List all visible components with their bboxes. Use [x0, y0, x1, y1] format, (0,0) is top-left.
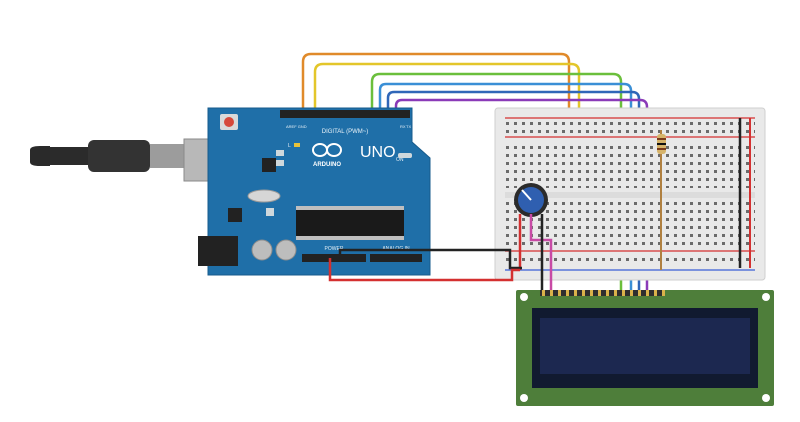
l-led-label: L — [288, 143, 291, 149]
analog-header — [370, 254, 422, 262]
on-led-label: ON — [396, 157, 404, 163]
resistor-band-3 — [657, 148, 666, 150]
usb-cable-strain-relief — [50, 147, 90, 165]
crystal — [247, 189, 281, 203]
rx-label: RX — [400, 124, 406, 129]
lcd-mount-hole-tr — [762, 293, 770, 301]
lcd-pin — [550, 290, 553, 296]
lcd-pin — [646, 290, 649, 296]
wire-yellow — [313, 62, 581, 270]
wire-green — [370, 72, 623, 290]
left-header-label: AREF GND — [286, 124, 307, 129]
usb-cable — [30, 138, 239, 182]
l-led — [294, 143, 300, 147]
resistor-band-1 — [657, 138, 666, 140]
lcd-mount-hole-tl — [520, 293, 528, 301]
power-header-label: POWER — [325, 246, 344, 252]
breadboard-terminal-bottom — [505, 202, 755, 246]
lcd-pin — [654, 290, 657, 296]
usb-cable-end — [30, 146, 50, 166]
lcd-pin — [622, 290, 625, 296]
lcd-pin — [662, 290, 665, 296]
lcd-mount-hole-br — [762, 394, 770, 402]
lcd-pin — [638, 290, 641, 296]
atmega-socket-top — [296, 206, 404, 210]
lcd-pin — [630, 290, 633, 296]
lcd-pin — [542, 290, 545, 296]
usb-plug-metal — [150, 144, 184, 168]
wire-gnd-black — [338, 248, 522, 270]
arduino-brand: ARDUINO — [313, 162, 341, 168]
wire-dark-blue — [386, 90, 641, 290]
lcd-screen — [540, 318, 750, 374]
top-wires — [301, 52, 649, 290]
breadboard — [494, 107, 766, 281]
resistor-band-2 — [657, 143, 666, 145]
potentiometer — [514, 183, 548, 217]
potentiometer-indicator — [521, 189, 532, 201]
power-header — [302, 254, 366, 262]
atmega-socket-bottom — [296, 236, 404, 240]
breadboard-rail-bottom — [505, 254, 755, 266]
lcd-pin — [582, 290, 585, 296]
pot-wires — [518, 214, 553, 290]
capacitor-1 — [251, 239, 273, 261]
tx-label: TX — [406, 124, 411, 129]
wire-purple — [394, 98, 649, 290]
smd-led-rx — [276, 160, 284, 166]
lcd-pin — [558, 290, 561, 296]
logo-loop-right — [326, 143, 342, 157]
lcd-16x2 — [516, 290, 774, 406]
lcd-pin — [614, 290, 617, 296]
lcd-pin — [566, 290, 569, 296]
lcd-pin — [574, 290, 577, 296]
on-led — [398, 153, 412, 158]
breadboard-terminal-top — [505, 144, 755, 188]
usb-chip — [262, 158, 276, 172]
atmega-chip — [296, 210, 404, 236]
arduino-logo: ARDUINO — [312, 143, 342, 168]
lcd-pin — [598, 290, 601, 296]
lcd-pin — [606, 290, 609, 296]
lcd-pin-header — [540, 290, 664, 296]
small-component — [266, 208, 274, 216]
dc-jack — [198, 236, 238, 266]
lcd-pins — [542, 290, 665, 296]
wire-blue — [378, 82, 633, 290]
voltage-regulator — [228, 208, 242, 222]
reset-button[interactable] — [224, 117, 234, 127]
arduino-uno: DIGITAL (PWM~) AREF GND TX RX L ON ARDUI… — [198, 107, 431, 276]
resistor — [657, 130, 666, 270]
lcd-mount-hole-bl — [520, 394, 528, 402]
digital-header-label: DIGITAL (PWM~) — [322, 129, 369, 135]
digital-header — [280, 110, 410, 118]
wire-orange — [301, 52, 571, 270]
breadboard-rail-top — [505, 121, 755, 133]
arduino-model: UNO — [360, 144, 396, 161]
usb-plug-body — [88, 140, 150, 172]
breadboard-center-channel — [505, 192, 755, 198]
smd-led-tx — [276, 150, 284, 156]
capacitor-2 — [275, 239, 297, 261]
wire-5v-red — [328, 258, 520, 282]
lcd-pin — [590, 290, 593, 296]
power-wires — [328, 248, 522, 282]
